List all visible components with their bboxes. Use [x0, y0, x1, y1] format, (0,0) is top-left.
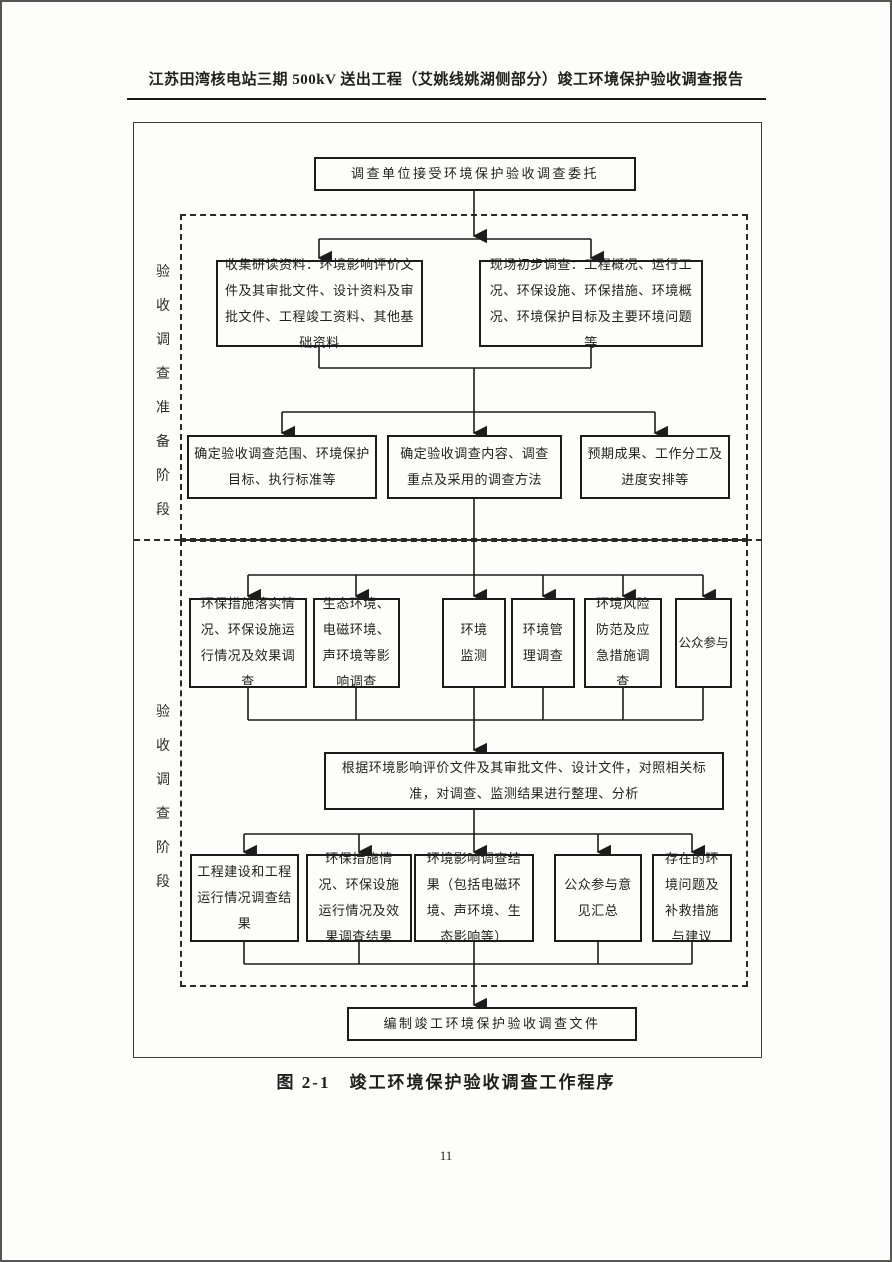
stage2-dashed-rect [180, 540, 748, 987]
page-number: 11 [439, 1148, 453, 1163]
stage-label-survey: 验收调查阶段 [156, 705, 170, 890]
flow-node-content: 确定验收调查内容、调查重点及采用的调查方法 [387, 435, 562, 499]
flow-node-result-measures: 环保措施情况、环保设施运行情况及效果调查结果 [306, 851, 412, 944]
flow-node-result-impact: 环境影响调查结果（包括电磁环境、声环境、生态影响等） [414, 851, 534, 944]
flow-node-monitoring: 环境监测 [442, 598, 506, 688]
flow-node-site-survey: 现场初步调查：工程概况、运行工况、环保设施、环保措施、环境概况、环境保护目标及主… [479, 257, 703, 350]
flow-node-impact-survey: 生态环境、电磁环境、声环境等影响调查 [313, 596, 400, 689]
flow-node-management: 环境管理调查 [511, 598, 575, 688]
stage-separator-line [134, 539, 762, 541]
figure-caption: 图 2-1 竣工环境保护验收调查工作程序 [276, 1073, 616, 1092]
flow-node-collect: 收集研读资料：环境影响评价文件及其审批文件、设计资料及审批文件、工程竣工资料、其… [216, 257, 423, 350]
flow-node-analysis: 根据环境影响评价文件及其审批文件、设计文件，对照相关标准，对调查、监测结果进行整… [324, 752, 724, 810]
header-rule [127, 98, 766, 100]
flow-node-measures-survey: 环保措施落实情况、环保设施运行情况及效果调查 [189, 596, 307, 689]
flow-node-start: 调查单位接受环境保护验收调查委托 [314, 157, 636, 191]
flow-node-public: 公众参与 [675, 598, 732, 688]
flow-node-result-issues: 存在的环境问题及补救措施与建议 [652, 851, 732, 944]
flow-node-risk: 环境风险防范及应急措施调查 [584, 596, 662, 689]
flow-node-scope: 确定验收调查范围、环境保护目标、执行标准等 [187, 435, 377, 499]
flow-node-final: 编制竣工环境保护验收调查文件 [347, 1007, 637, 1041]
flow-node-result-public: 公众参与意见汇总 [554, 854, 642, 942]
stage-label-prepare: 验收调查准备阶段 [156, 265, 170, 518]
flow-node-result-project: 工程建设和工程运行情况调查结果 [190, 854, 299, 942]
flow-node-plan: 预期成果、工作分工及进度安排等 [580, 435, 730, 499]
page-header-title: 江苏田湾核电站三期 500kV 送出工程（艾姚线姚湖侧部分）竣工环境保护验收调查… [148, 72, 744, 88]
